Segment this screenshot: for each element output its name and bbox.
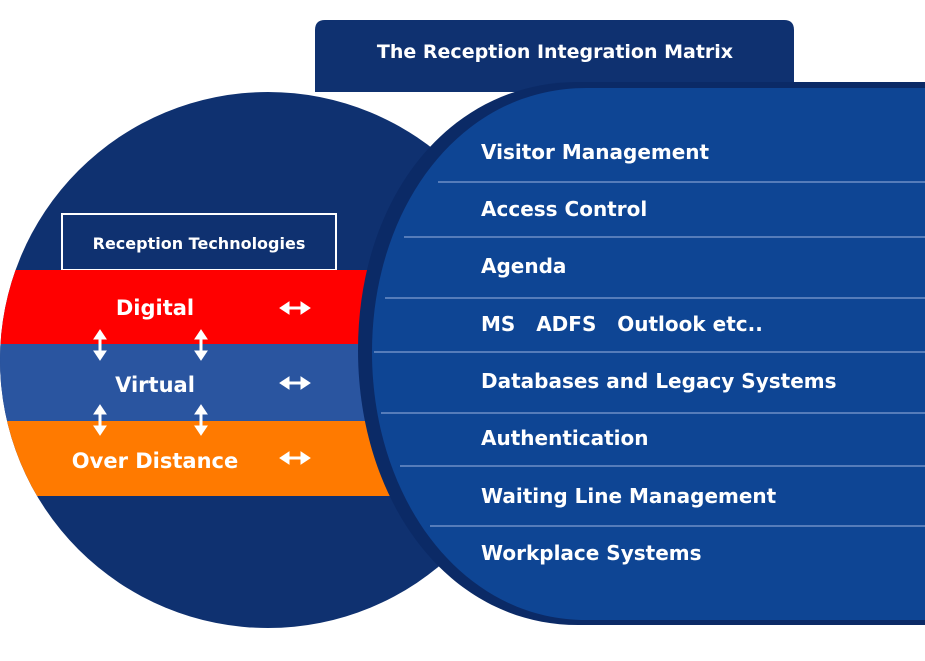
integration-label: Databases and Legacy Systems [481,369,837,393]
integration-label: Workplace Systems [481,541,702,565]
title-text: The Reception Integration Matrix [377,41,733,63]
integration-label: Agenda [481,254,566,278]
vertical-arrow-icon [93,404,107,436]
horizontal-arrow-icon [279,376,311,390]
layer-label-digital: Digital [116,296,194,320]
integration-panel [372,88,925,620]
horizontal-arrow-icon [279,301,311,315]
layer-label-over-distance: Over Distance [72,449,238,473]
layer-label-virtual: Virtual [115,373,195,397]
layer-band-virtual [0,344,420,421]
integration-label: Visitor Management [481,140,710,164]
integration-label: Waiting Line Management [481,484,777,508]
horizontal-arrow-icon [279,451,311,465]
integration-label: Access Control [481,197,647,221]
vertical-arrow-icon [194,329,208,361]
integration-label: Authentication [481,426,648,450]
reception-technologies-heading: Reception Technologies [93,234,306,253]
vertical-arrow-icon [93,329,107,361]
layer-band-over-distance [0,421,420,496]
layer-band-digital [0,270,420,344]
vertical-arrow-icon [194,404,208,436]
title-tab [315,20,794,92]
layer-bands [0,270,420,496]
integration-label: MS ADFS Outlook etc.. [481,312,763,336]
integration-dividers [374,181,925,527]
